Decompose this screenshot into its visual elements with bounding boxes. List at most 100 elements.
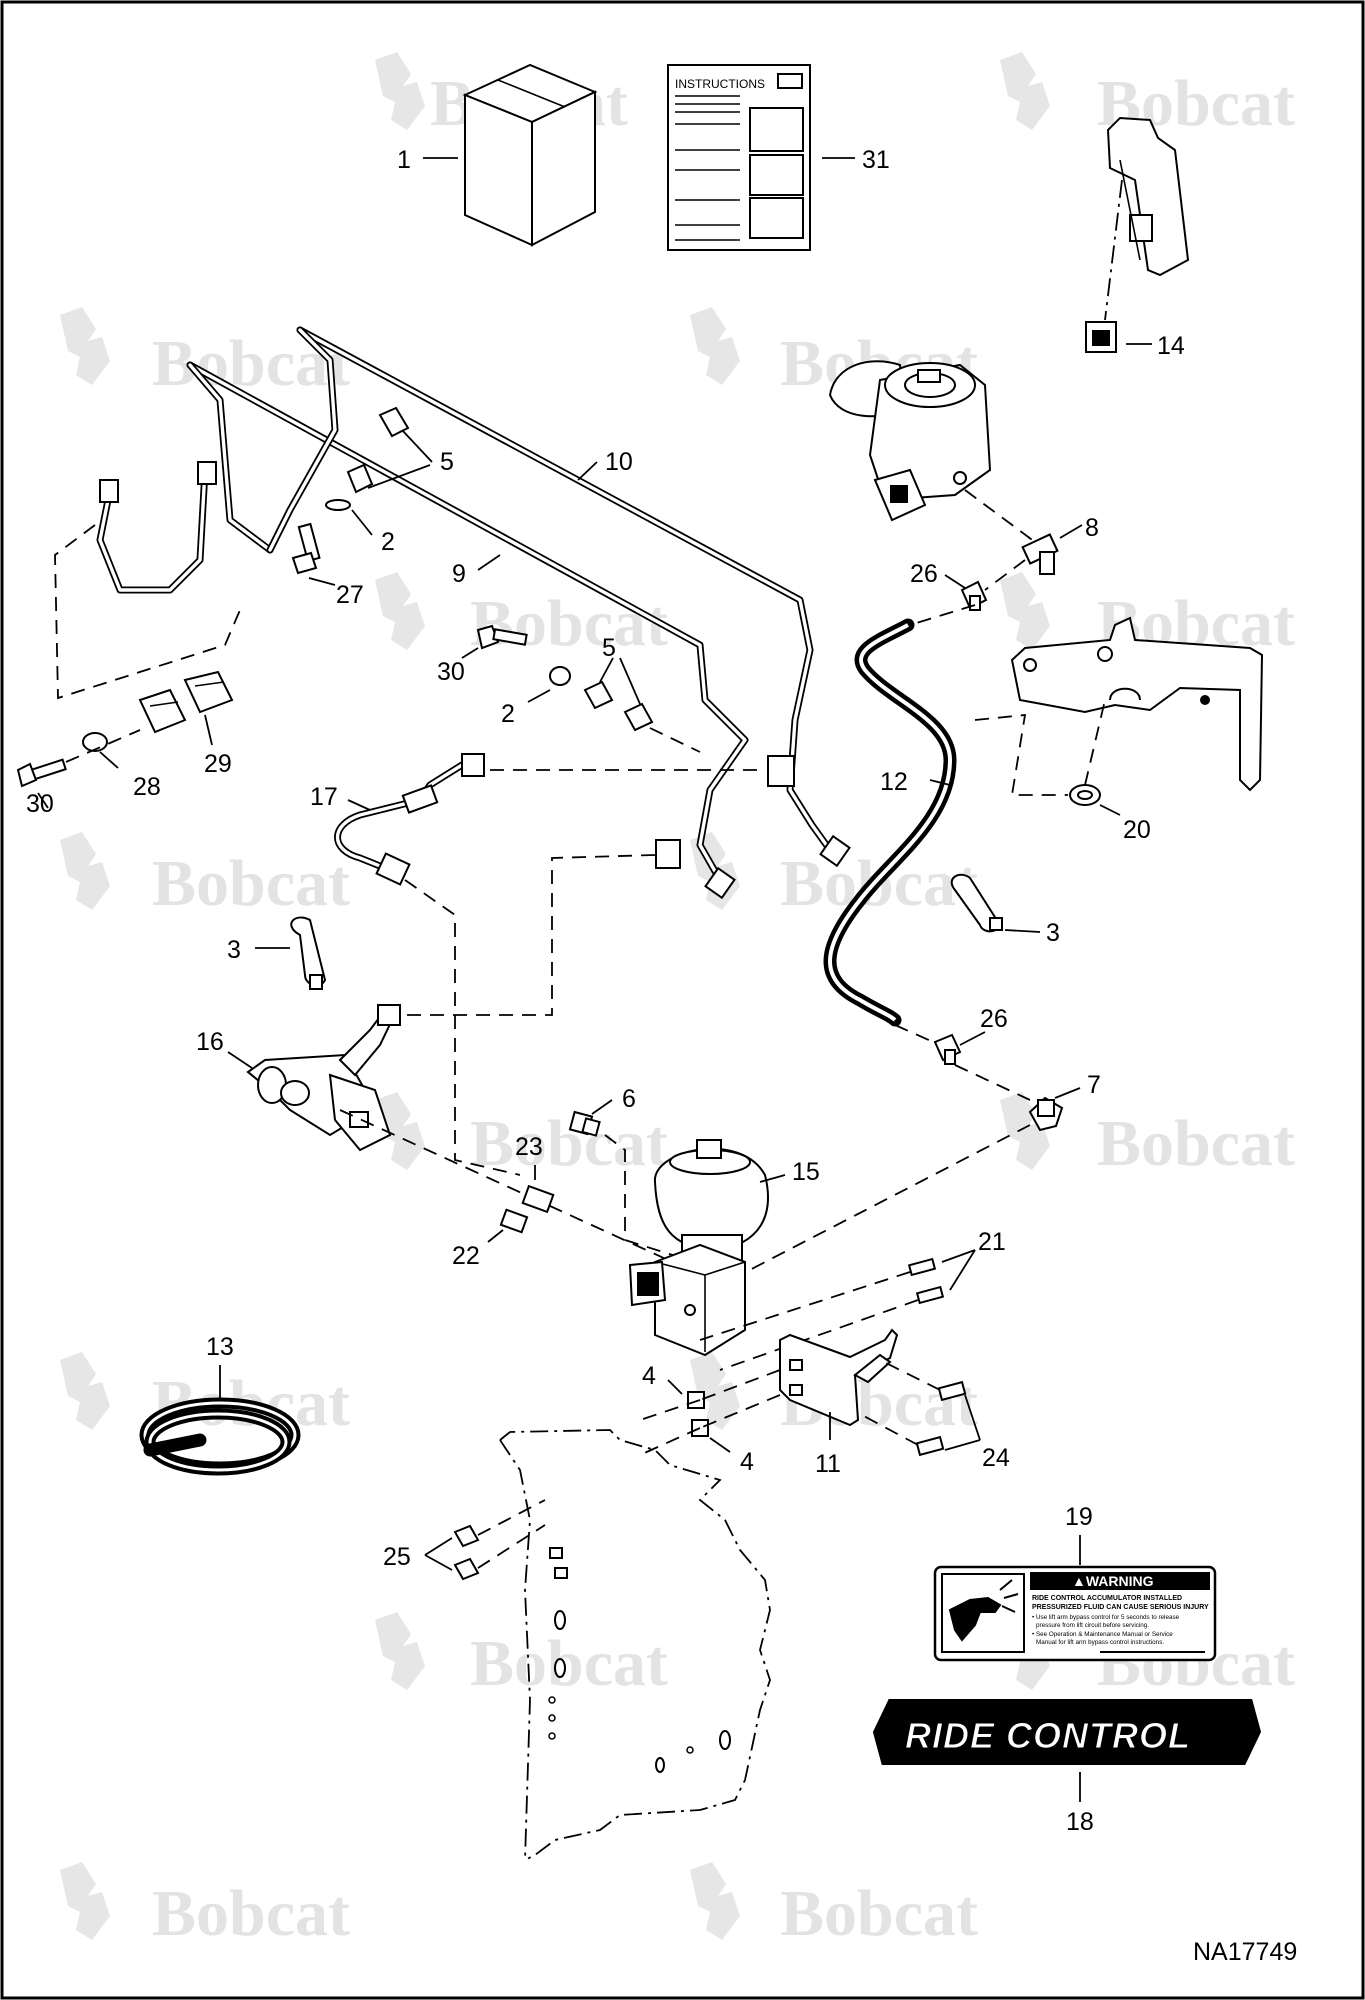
callout-5-middle: 5 (602, 634, 616, 662)
part-1-kit-box[interactable] (462, 63, 598, 247)
bobcat-logo-icon (375, 1612, 425, 1690)
callout-22: 22 (452, 1242, 480, 1270)
callout-5-upper: 5 (440, 448, 454, 476)
callout-21: 21 (978, 1228, 1006, 1256)
watermark-text: Bobcat (780, 1877, 978, 1950)
part-21-bolts[interactable] (907, 1257, 945, 1305)
callout-19: 19 (1065, 1503, 1093, 1531)
watermark-15: Bobcat (60, 1862, 350, 1950)
callout-26-lower: 26 (980, 1005, 1008, 1033)
part-26-hose-clamp-upper[interactable] (960, 580, 988, 611)
part-26-hose-clamp-lower[interactable] (933, 1033, 962, 1065)
callout-30-left: 30 (26, 790, 54, 818)
watermark-7: Bobcat (60, 832, 350, 920)
part-29-clamp-block[interactable] (138, 670, 234, 734)
callout-31: 31 (862, 146, 890, 174)
panel-bracket-top-right (1106, 116, 1190, 277)
watermark-text: Bobcat (152, 1877, 350, 1950)
part-20-grommet[interactable] (1069, 784, 1101, 806)
part-5-clamp-upper[interactable] (346, 406, 410, 494)
callout-15: 15 (792, 1158, 820, 1186)
part-31-instructions-sheet[interactable]: INSTRUCTIONS (667, 64, 811, 251)
ride-control-decal-text: RIDE CONTROL (905, 1715, 1191, 1756)
warning-decal-bullet-1a: • Use lift arm bypass control for 5 seco… (1032, 1614, 1180, 1621)
part-30-bolt-middle[interactable] (476, 624, 528, 650)
watermark-10: Bobcat (1000, 1092, 1295, 1180)
part-8-tee-fitting[interactable] (1021, 533, 1059, 575)
callout-30-middle: 30 (437, 658, 465, 686)
part-23-fitting[interactable] (521, 1184, 555, 1214)
bobcat-logo-icon (60, 832, 110, 910)
callout-28: 28 (133, 773, 161, 801)
hydraulic-valve-assembly (828, 360, 992, 522)
callout-23: 23 (515, 1133, 543, 1161)
part-16-control-valve[interactable] (246, 1004, 401, 1152)
part-3-strap-right[interactable] (950, 873, 1003, 933)
callout-26-upper: 26 (910, 560, 938, 588)
part-7-elbow-fitting[interactable] (1028, 1096, 1064, 1132)
callout-4-lower: 4 (740, 1448, 754, 1476)
instructions-label: INSTRUCTIONS (675, 77, 765, 91)
part-22-fitting[interactable] (499, 1208, 529, 1234)
part-5-clamp-middle[interactable] (583, 680, 654, 732)
bobcat-logo-icon (375, 1092, 425, 1170)
tee-fitting-tube-10 (767, 755, 851, 868)
part-9-tubeline[interactable] (186, 361, 749, 884)
bobcat-logo-icon (375, 52, 425, 130)
bobcat-logo-icon (690, 307, 740, 385)
part-17-hose-assembly[interactable] (334, 753, 485, 886)
tubeline-bracket-frame (96, 326, 339, 594)
bobcat-logo-icon (1000, 572, 1050, 650)
part-2-washer-upper[interactable] (325, 499, 351, 511)
part-30-bolt-left[interactable] (16, 758, 67, 788)
part-28-washer[interactable] (82, 732, 108, 752)
callout-2-middle: 2 (501, 700, 515, 728)
bobcat-logo-icon (1000, 1092, 1050, 1170)
callout-18: 18 (1066, 1808, 1094, 1836)
callout-14: 14 (1157, 332, 1185, 360)
callout-3-right: 3 (1046, 919, 1060, 947)
warning-decal-bullet-2b: Manual for lift arm bypass control instr… (1036, 1639, 1164, 1646)
callout-4-upper: 4 (642, 1362, 656, 1390)
bobcat-logo-icon (690, 1862, 740, 1940)
callout-7: 7 (1087, 1071, 1101, 1099)
callout-9: 9 (452, 560, 466, 588)
watermark-text: Bobcat (152, 847, 350, 920)
part-27-bolt[interactable] (291, 522, 321, 575)
watermark-5: Bobcat (375, 572, 668, 660)
bobcat-logo-icon (60, 307, 110, 385)
part-12-hose[interactable] (823, 618, 957, 1027)
hand-spray-hazard-icon (948, 1579, 1019, 1642)
part-19-warning-decal[interactable]: ▲WARNING RIDE CONTROL ACCUMULATOR INSTAL… (933, 1565, 1217, 1662)
part-4-nut-upper[interactable] (687, 1391, 705, 1409)
warning-decal-bullet-1b: pressure from lift circuit before servic… (1036, 1622, 1149, 1629)
callout-6: 6 (622, 1085, 636, 1113)
callout-8: 8 (1085, 514, 1099, 542)
drawing-number: NA17749 (1193, 1938, 1297, 1966)
callout-12: 12 (880, 768, 908, 796)
callout-10: 10 (605, 448, 633, 476)
warning-decal-title: ▲WARNING (1072, 1573, 1154, 1589)
part-3-strap-left[interactable] (290, 916, 327, 990)
watermark-text: Bobcat (470, 1107, 668, 1180)
warning-decal-headline-1: RIDE CONTROL ACCUMULATOR INSTALLED (1032, 1595, 1182, 1602)
part-24-bolts[interactable] (915, 1380, 967, 1457)
part-13-hose-coil[interactable] (139, 1397, 301, 1476)
callout-27: 27 (336, 581, 364, 609)
part-15-accumulator[interactable] (628, 1139, 769, 1357)
part-11-bracket[interactable] (779, 1328, 899, 1427)
part-18-ride-control-decal[interactable]: RIDE CONTROL (871, 1699, 1264, 1765)
callout-16: 16 (196, 1028, 224, 1056)
part-2-washer-middle[interactable] (549, 666, 571, 686)
callout-13: 13 (206, 1333, 234, 1361)
bobcat-logo-icon (1000, 52, 1050, 130)
part-14-switch[interactable] (1085, 321, 1117, 353)
callout-3-left: 3 (227, 936, 241, 964)
part-10-tubeline[interactable] (296, 326, 834, 854)
callout-29: 29 (204, 750, 232, 778)
bobcat-logo-icon (690, 1352, 740, 1430)
part-6-fitting[interactable] (568, 1110, 601, 1137)
callout-17: 17 (310, 783, 338, 811)
part-25-nuts[interactable] (453, 1524, 480, 1581)
